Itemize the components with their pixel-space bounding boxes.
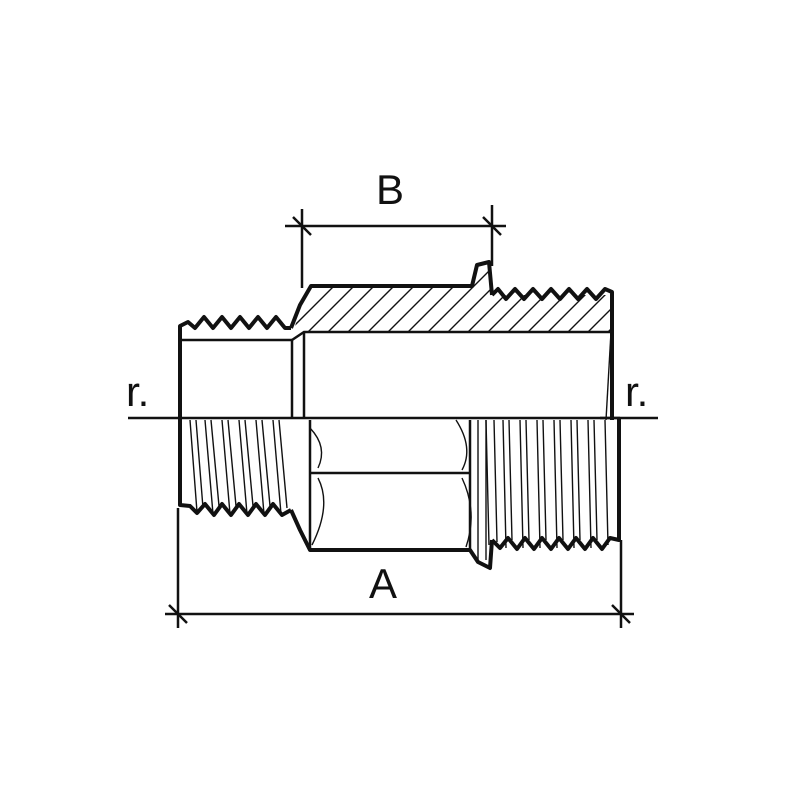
axis-label-left: r. — [126, 368, 149, 415]
left-thread-lines — [189, 419, 288, 515]
dimension-a — [165, 508, 634, 628]
right-thread-lines — [485, 419, 609, 549]
dimension-a-label: A — [369, 560, 397, 607]
dimension-b-label: B — [376, 166, 404, 213]
dimension-b — [285, 205, 506, 288]
hex-flats — [308, 419, 487, 562]
axis-label-right: r. — [625, 368, 648, 415]
section-hatch — [292, 262, 612, 340]
upper-outline — [178, 260, 614, 421]
